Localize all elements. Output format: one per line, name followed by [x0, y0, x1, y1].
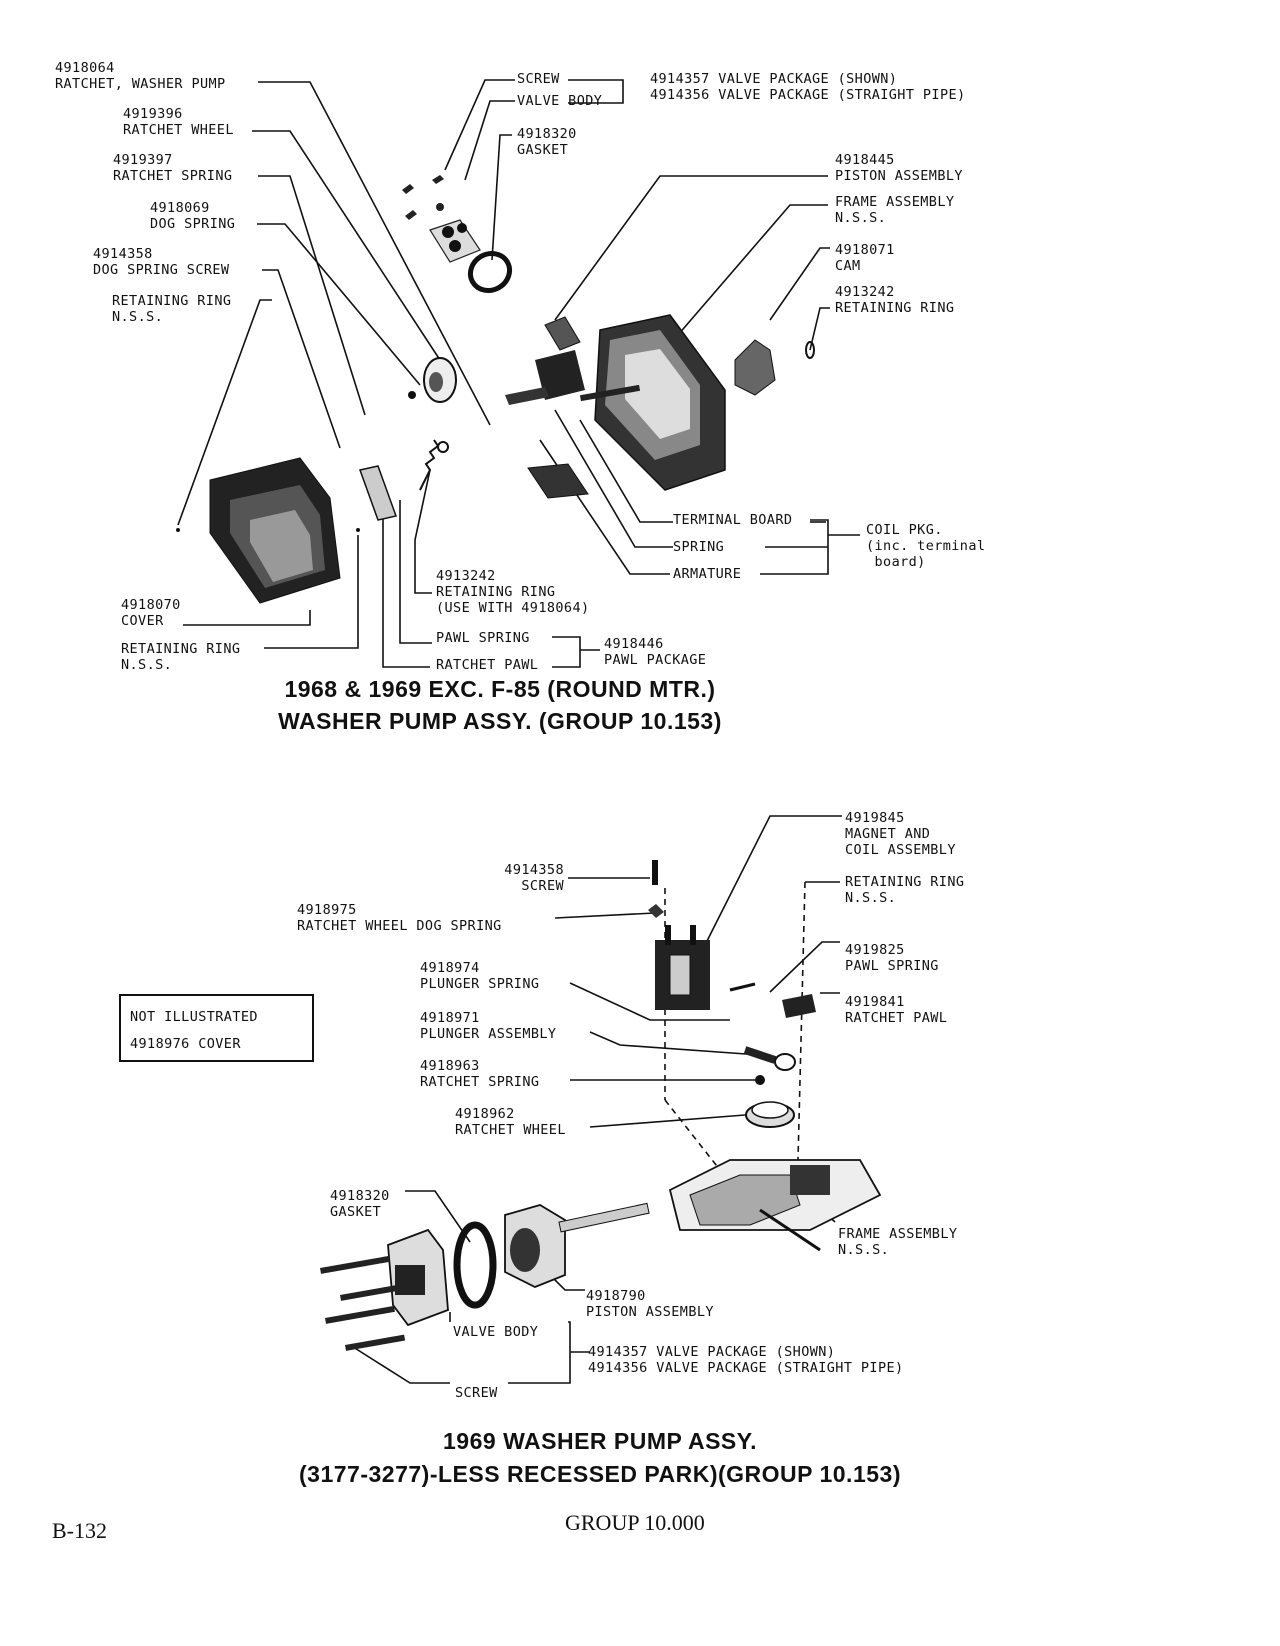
label-frame-assembly-bottom: FRAME ASSEMBLY N.S.S.	[838, 1226, 958, 1258]
label-frame-assembly-top: FRAME ASSEMBLY N.S.S.	[835, 194, 955, 226]
label-ratchet-pawl-bottom: 4919841 RATCHET PAWL	[845, 994, 948, 1026]
label-plunger-spring: 4918974 PLUNGER SPRING	[420, 960, 540, 992]
label-retaining-ring-nss-left: RETAINING RING N.S.S.	[112, 293, 232, 325]
label-valve-body-top: VALVE BODY	[517, 93, 603, 109]
label-gasket-bottom: 4918320 GASKET	[330, 1188, 390, 1220]
label-ratchet-wheel-dog-spring: 4918975 RATCHET WHEEL DOG SPRING	[297, 902, 502, 934]
label-magnet-coil: 4919845 MAGNET AND COIL ASSEMBLY	[845, 810, 956, 858]
label-valve-body-bottom: VALVE BODY	[453, 1324, 539, 1340]
label-piston-assembly-top: 4918445 PISTON ASSEMBLY	[835, 152, 963, 184]
top-diagram-title-line1: 1968 & 1969 EXC. F-85 (ROUND MTR.)	[284, 676, 716, 702]
label-plunger-assembly: 4918971 PLUNGER ASSEMBLY	[420, 1010, 557, 1042]
label-screw-bottom-top: 4914358 SCREW	[504, 862, 564, 894]
bottom-diagram-title-line1: 1969 WASHER PUMP ASSY.	[443, 1428, 757, 1454]
label-retaining-ring-cam: 4913242 RETAINING RING	[835, 284, 955, 316]
label-gasket-top: 4918320 GASKET	[517, 126, 577, 158]
label-screw-bottom: SCREW	[455, 1385, 498, 1401]
bottom-part-illustrations	[320, 860, 882, 1351]
label-ratchet-pawl-top: RATCHET PAWL	[436, 657, 539, 673]
bottom-diagram-title-line2: (3177-3277)-LESS RECESSED PARK)(GROUP 10…	[299, 1461, 901, 1487]
top-part-illustrations	[176, 175, 815, 604]
label-retaining-ring-use: 4913242 RETAINING RING (USE WITH 4918064…	[436, 568, 590, 616]
label-ratchet-wheel: 4919396 RATCHET WHEEL	[123, 106, 234, 138]
label-pawl-spring-top: PAWL SPRING	[436, 630, 530, 646]
label-piston-assembly-bottom: 4918790 PISTON ASSEMBLY	[586, 1288, 714, 1320]
not-illustrated-box	[119, 994, 314, 1062]
top-diagram-title-line2: WASHER PUMP ASSY. (GROUP 10.153)	[278, 708, 722, 734]
label-armature: ARMATURE	[673, 566, 742, 582]
label-ratchet-washer-pump: 4918064 RATCHET, WASHER PUMP	[55, 60, 226, 92]
label-spring-top: SPRING	[673, 539, 725, 555]
label-ratchet-spring-bottom: 4918963 RATCHET SPRING	[420, 1058, 540, 1090]
label-pawl-spring-bottom: 4919825 PAWL SPRING	[845, 942, 939, 974]
bottom-leader-lines	[349, 815, 842, 1384]
label-screw-top: SCREW	[517, 71, 560, 87]
label-pawl-package: 4918446 PAWL PACKAGE	[604, 636, 707, 668]
top-leader-lines	[177, 79, 860, 668]
label-cover: 4918070 COVER	[121, 597, 181, 629]
label-retaining-ring-bottom-diagram: RETAINING RING N.S.S.	[845, 874, 965, 906]
label-valve-package-bottom: 4914357 VALVE PACKAGE (SHOWN) 4914356 VA…	[588, 1344, 904, 1376]
page-number: B-132	[52, 1518, 107, 1543]
label-cam: 4918071 CAM	[835, 242, 895, 274]
label-terminal-board: TERMINAL BOARD	[673, 512, 793, 528]
label-dog-spring-screw: 4914358 DOG SPRING SCREW	[93, 246, 230, 278]
label-coil-pkg: COIL PKG. (inc. terminal board)	[866, 522, 986, 570]
label-ratchet-wheel-bottom: 4918962 RATCHET WHEEL	[455, 1106, 566, 1138]
label-valve-package-top: 4914357 VALVE PACKAGE (SHOWN) 4914356 VA…	[650, 71, 966, 103]
label-retaining-ring-bottom: RETAINING RING N.S.S.	[121, 641, 241, 673]
label-dog-spring: 4918069 DOG SPRING	[150, 200, 236, 232]
group-number: GROUP 10.000	[565, 1510, 705, 1535]
not-illustrated-note: NOT ILLUSTRATED 4918976 COVER	[130, 1009, 258, 1052]
label-ratchet-spring: 4919397 RATCHET SPRING	[113, 152, 233, 184]
